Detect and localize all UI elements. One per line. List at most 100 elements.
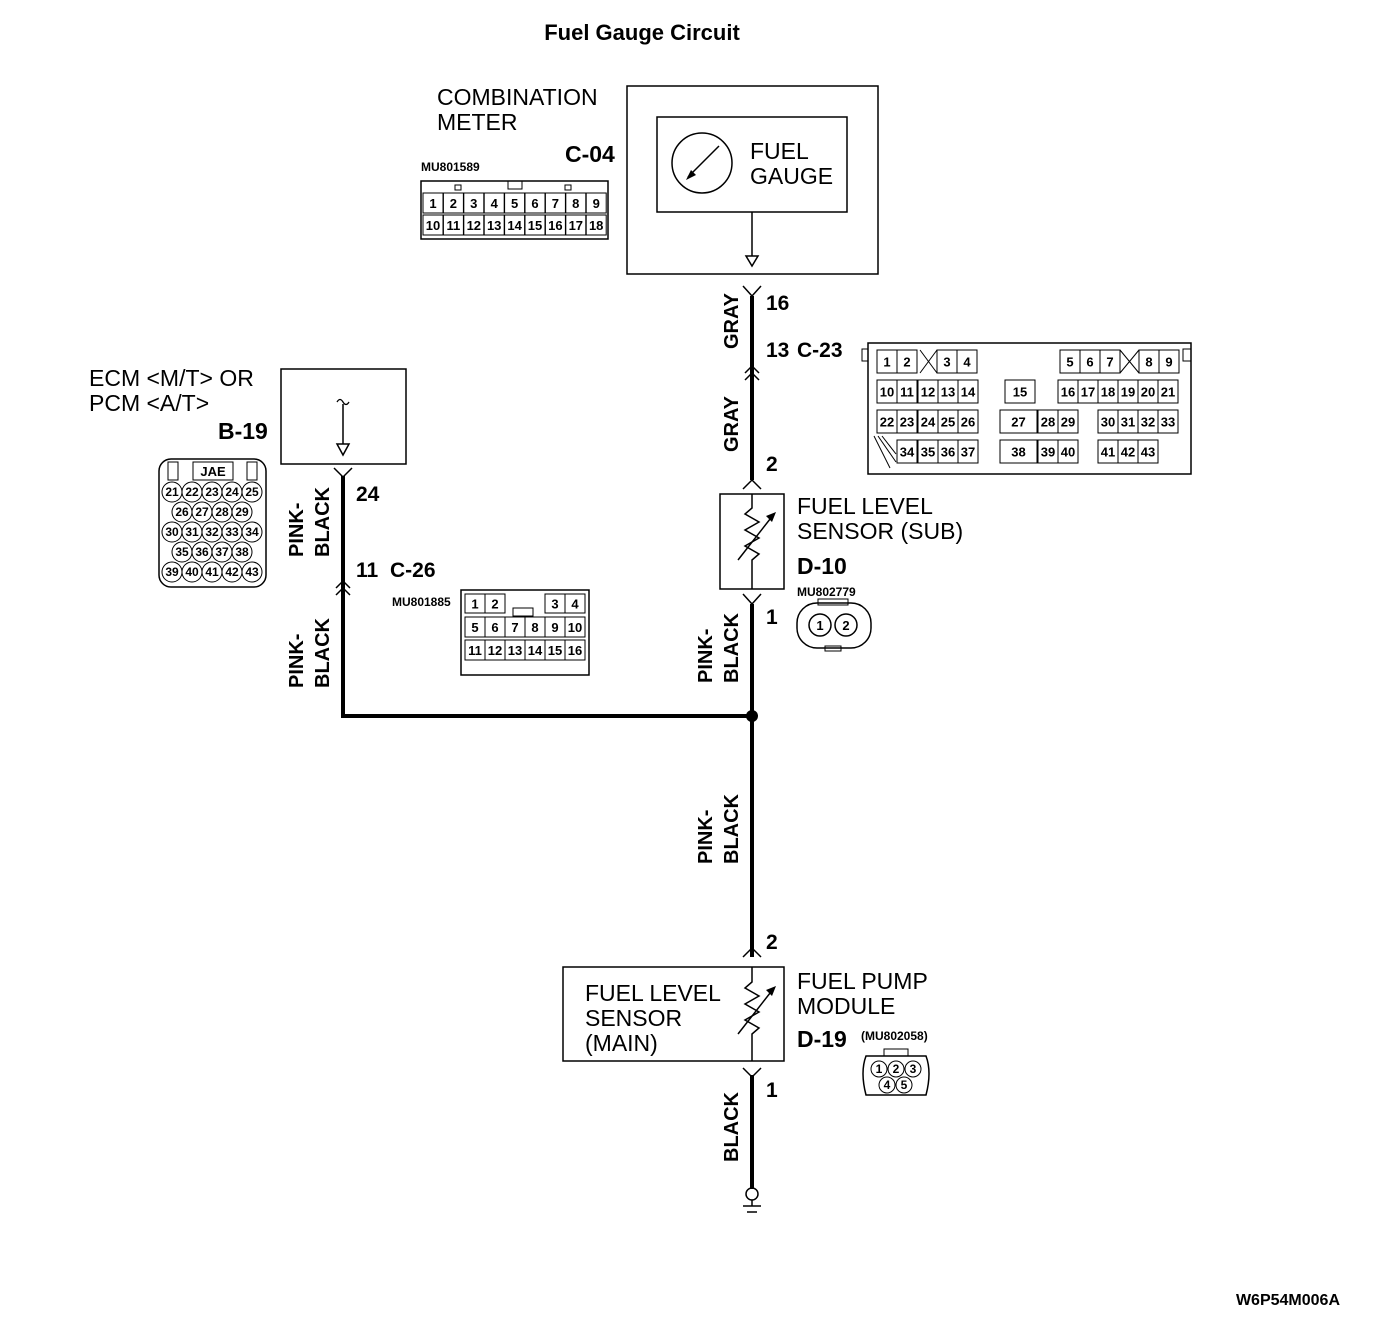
c23-pin-1: 1 — [883, 355, 890, 370]
pump-module-box — [562, 966, 785, 1062]
c04-pin-15: 15 — [528, 218, 542, 233]
c26-pin-11: 11 — [468, 643, 482, 658]
c04-cell-18 — [585, 214, 607, 236]
part-number-d19: (MU802058) — [861, 1029, 928, 1043]
b19-pin-28: 28 — [215, 505, 229, 519]
c26-pin-15: 15 — [548, 643, 562, 658]
c23-pin-16: 16 — [1061, 385, 1075, 400]
c26-cell-10 — [564, 616, 586, 638]
pin-c26-11: 11 — [356, 559, 379, 582]
d19-pin-2: 2 — [893, 1062, 900, 1076]
b19-cell-38 — [231, 541, 253, 563]
c26-cell-4 — [564, 593, 586, 614]
c26-cell-16 — [564, 639, 586, 661]
fuel-gauge-label-line1: FUEL — [750, 138, 809, 164]
c23-pin-5: 5 — [1066, 355, 1073, 370]
c23-cell-14 — [957, 379, 979, 404]
c23-pin-23: 23 — [900, 415, 914, 430]
connector-b19-label: B-19 — [218, 418, 268, 444]
c23-pin-22: 22 — [880, 415, 894, 430]
b19-pin-29: 29 — [235, 505, 249, 519]
c26-pin-8: 8 — [531, 620, 538, 635]
b19-pin-24: 24 — [225, 485, 239, 499]
c04-pin-18: 18 — [589, 218, 603, 233]
pump-module-label-line2: MODULE — [797, 993, 895, 1019]
c26-pin-4: 4 — [571, 597, 579, 612]
gauge-output-arrow-icon — [744, 255, 760, 268]
c23-pin-29: 29 — [1061, 415, 1075, 430]
c04-pin-2: 2 — [450, 196, 457, 211]
c23-cell-27 — [999, 409, 1038, 434]
diagram-title: Fuel Gauge Circuit — [544, 20, 740, 45]
b19-pin-43: 43 — [245, 565, 259, 579]
terminal-c26-11-b — [335, 586, 351, 596]
c04-pin-17: 17 — [569, 218, 583, 233]
c23-pin-8: 8 — [1145, 355, 1152, 370]
sub-sensor-label-line2: SENSOR (SUB) — [797, 518, 963, 544]
c23-pin-34: 34 — [900, 445, 915, 460]
wire-color-pink-black-ecm-line1: PINK- — [286, 503, 308, 557]
c23-pin-14: 14 — [961, 385, 976, 400]
c04-pin-14: 14 — [507, 218, 522, 233]
c26-pin-3: 3 — [551, 597, 558, 612]
connector-c04-label: C-04 — [565, 141, 615, 167]
connector-d10-label: D-10 — [797, 553, 847, 579]
c23-pin-42: 42 — [1121, 445, 1135, 460]
b19-pin-41: 41 — [205, 565, 219, 579]
c04-pin-10: 10 — [426, 218, 440, 233]
b19-cell-29 — [231, 501, 253, 523]
c23-cell-38 — [999, 439, 1038, 464]
c23-pin-28: 28 — [1041, 415, 1055, 430]
c04-pin-9: 9 — [593, 196, 600, 211]
wire-color-pink-black-sensor-line1: PINK- — [695, 629, 717, 683]
terminal-b19-24 — [333, 467, 353, 479]
c23-cell-26 — [957, 409, 979, 434]
wire-color-black: BLACK — [721, 1091, 743, 1162]
c23-pin-17: 17 — [1081, 385, 1095, 400]
c23-cell-34 — [896, 439, 918, 464]
c26-pin-10: 10 — [568, 620, 582, 635]
pin-c23-13: 13 — [766, 339, 789, 362]
ground-icon — [743, 1187, 761, 1213]
c04-pin-5: 5 — [511, 196, 518, 211]
b19-cell-43 — [241, 561, 263, 583]
b19-maker: JAE — [200, 464, 226, 479]
b19-pin-32: 32 — [205, 525, 219, 539]
c04-pin-1: 1 — [429, 196, 436, 211]
c23-pin-26: 26 — [961, 415, 975, 430]
c23-pin-30: 30 — [1101, 415, 1115, 430]
sub-sensor-label-line1: FUEL LEVEL — [797, 493, 933, 519]
terminal-c23-13-b — [744, 371, 760, 381]
c23-cell-7 — [1099, 349, 1121, 374]
b19-pin-38: 38 — [235, 545, 249, 559]
c23-pin-39: 39 — [1041, 445, 1055, 460]
c04-pin-11: 11 — [447, 218, 461, 233]
b19-pin-25: 25 — [245, 485, 259, 499]
c26-pin-2: 2 — [491, 597, 498, 612]
d19-cell-1 — [870, 1060, 888, 1078]
ecm-box — [280, 368, 407, 465]
b19-pin-39: 39 — [165, 565, 179, 579]
c23-pin-15: 15 — [1013, 385, 1027, 400]
c04-pin-13: 13 — [487, 218, 501, 233]
c04-pin-6: 6 — [531, 196, 538, 211]
wire-color-pink-black-main-line2: BLACK — [721, 793, 743, 864]
c23-pin-18: 18 — [1101, 385, 1115, 400]
c23-cell-11 — [896, 379, 918, 404]
d19-cell-3 — [904, 1060, 922, 1078]
d19-pin-5: 5 — [901, 1078, 908, 1092]
c23-cell-29 — [1057, 409, 1079, 434]
c26-pin-7: 7 — [511, 620, 518, 635]
c23-pin-4: 4 — [963, 355, 971, 370]
ecm-input-symbol-icon — [336, 398, 350, 406]
main-sensor-variable-resistor-icon — [743, 967, 761, 1061]
terminal-d19-1 — [742, 1067, 762, 1079]
c23-pin-43: 43 — [1141, 445, 1155, 460]
